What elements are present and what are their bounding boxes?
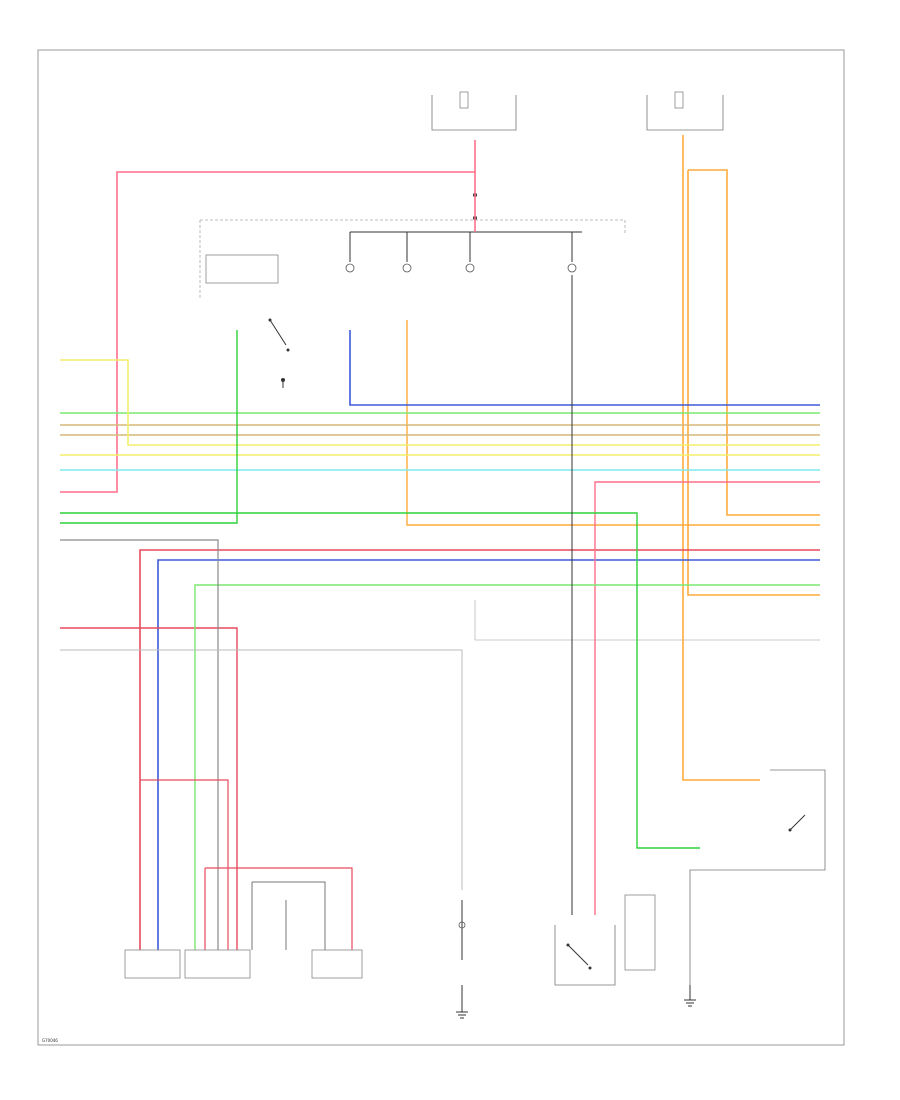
fuse-icon — [567, 232, 577, 273]
relay-switch-icon — [268, 318, 290, 382]
ground-icon — [684, 985, 696, 1007]
diagram-frame — [37, 49, 845, 1046]
component-box-upper-left — [205, 254, 279, 284]
fuse-icon — [402, 232, 412, 273]
figure-code: G70046 — [42, 1038, 58, 1043]
wire-pink — [60, 140, 476, 493]
harness-outline — [200, 219, 626, 235]
connector-icon — [311, 949, 363, 979]
component-box-lower-right — [624, 894, 656, 971]
fuse-icon — [465, 232, 475, 273]
wire-green — [60, 330, 238, 524]
wire-gray — [60, 539, 219, 950]
wire-blue — [349, 330, 820, 406]
connector-icon — [124, 949, 181, 979]
fuse-icon — [345, 232, 355, 273]
connector-icon — [184, 949, 251, 979]
relay-module — [554, 925, 616, 986]
relay-switch-icon — [689, 769, 826, 985]
wire-red — [139, 549, 820, 950]
ground-icon — [456, 985, 468, 1019]
fuse-icon — [458, 900, 466, 960]
fuse-block-left — [431, 91, 517, 131]
wire-orange — [682, 135, 760, 781]
fuse-block-right — [646, 91, 724, 131]
wire-yellow — [60, 359, 820, 446]
